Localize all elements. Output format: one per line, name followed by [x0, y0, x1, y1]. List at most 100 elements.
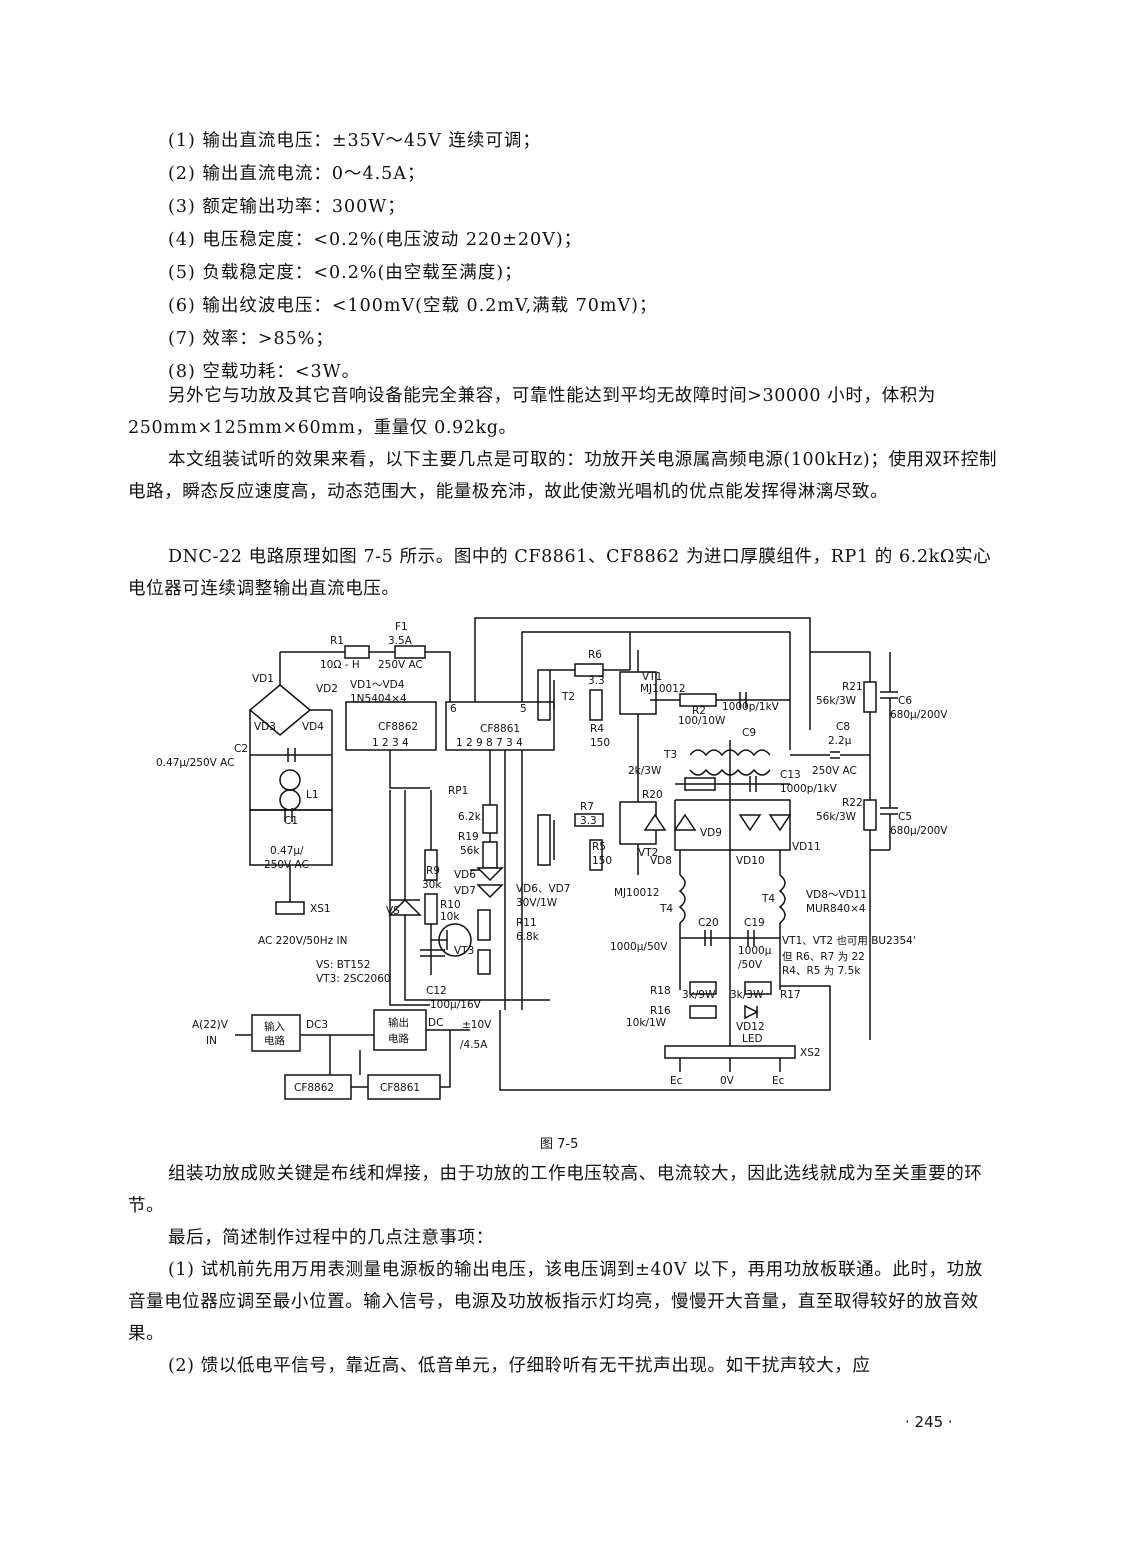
label-vt3-note: VT3: 2SC2060: [316, 973, 391, 985]
paragraph-assembly: 组装功放成败关键是布线和焊接，由于功放的工作电压较高、电流较大，因此选线就成为至…: [128, 1164, 983, 1216]
label-c19-val2: /50V: [738, 959, 763, 971]
label-t3: T3: [663, 749, 677, 761]
label-r4: R4: [590, 723, 604, 735]
label-r4-val: 150: [590, 737, 610, 749]
label-r1-val: 10Ω - H: [320, 659, 360, 671]
label-cf8861-pins: 1 2 9 8 7 3 4: [456, 737, 523, 749]
label-vd7: VD7: [454, 885, 476, 897]
spec-item: (2) 输出直流电流：0～4.5A；: [168, 164, 426, 184]
label-vt2-val: MJ10012: [614, 887, 660, 899]
label-r2: R2: [692, 705, 706, 717]
label-out-v: ±10V: [462, 1019, 492, 1031]
label-r21: R21: [842, 681, 863, 693]
label-r6: R6: [588, 649, 602, 661]
label-r20-val: 2k/3W: [628, 765, 662, 777]
label-c6-val: 680μ/200V: [890, 709, 948, 721]
label-block-out1: 输出: [388, 1016, 409, 1029]
label-rp1: RP1: [448, 785, 468, 797]
label-vd4: VD4: [302, 721, 324, 733]
label-f1-rating: 250V AC: [378, 659, 423, 671]
label-vs-note: VS: BT152: [316, 959, 370, 971]
label-c8: C8: [836, 721, 850, 733]
label-r17-val: 3k/3W: [730, 989, 764, 1001]
label-vt1: VT1: [642, 671, 662, 683]
label-ec-minus: Ec: [772, 1075, 785, 1087]
label-r22-val: 56k/3W: [816, 811, 857, 823]
label-r5: R5: [592, 841, 606, 853]
label-r11: R11: [516, 917, 537, 929]
label-r6-val: 3.3: [588, 675, 605, 687]
paragraph-compat: 另外它与功放及其它音响设备能完全兼容，可靠性能达到平均无故障时间>30000 小…: [128, 386, 936, 438]
label-t2: T2: [561, 691, 575, 703]
spec-item: (4) 电压稳定度：<0.2%(电压波动 220±20V)；: [168, 230, 583, 250]
label-block-in2: IN: [206, 1035, 217, 1047]
paragraph-finally: 最后，简述制作过程中的几点注意事项：: [168, 1228, 494, 1248]
label-vd-note3: VD8～VD11: [806, 889, 867, 901]
paragraph-circuit: DNC-22 电路原理如图 7-5 所示。图中的 CF8861、CF8862 为…: [128, 547, 992, 599]
label-block-out2: 电路: [388, 1032, 409, 1045]
label-c1-val2: 250V AC: [264, 859, 309, 871]
label-r11-val: 6.8k: [516, 931, 540, 943]
label-vd2: VD2: [316, 683, 338, 695]
label-pin6: 6: [450, 703, 457, 715]
circuit-diagram: R1 10Ω - H F1 3.5A 250V AC VD1 VD2 VD3 V…: [156, 617, 948, 1100]
label-vd-note2: 1N5404×4: [350, 693, 407, 705]
label-block-in: A(22)V: [192, 1019, 229, 1031]
label-dc: DC: [428, 1017, 443, 1029]
label-c9: C9: [742, 727, 756, 739]
paragraph-note2: (2) 馈以低电平信号，靠近高、低音单元，仔细聆听有无干扰声出现。如干扰声较大，…: [168, 1356, 871, 1376]
label-r21-val: 56k/3W: [816, 695, 857, 707]
label-xs1: XS1: [310, 903, 331, 915]
label-r5-val: 150: [592, 855, 612, 867]
label-vt3: VT3: [454, 945, 474, 957]
label-c19: C19: [744, 917, 765, 929]
label-vt2: VT2: [638, 847, 658, 859]
label-vd67-val: 30V/1W: [516, 897, 558, 909]
label-zero-v: 0V: [720, 1075, 735, 1087]
label-r20: R20: [642, 789, 663, 801]
label-vd6: VD6: [454, 869, 476, 881]
label-c2: C2: [234, 743, 248, 755]
label-vd3: VD3: [254, 721, 276, 733]
label-out-a: /4.5A: [460, 1039, 488, 1051]
label-t4a: T4: [659, 903, 673, 915]
label-r10: R10: [440, 899, 461, 911]
label-c13: C13: [780, 769, 801, 781]
label-r19: R19: [458, 831, 479, 843]
label-c6: C6: [898, 695, 912, 707]
label-c5: C5: [898, 811, 912, 823]
label-vd10: VD10: [736, 855, 765, 867]
label-vd1: VD1: [252, 673, 274, 685]
label-r10-val: 10k: [440, 911, 460, 923]
label-vd-note1: VD1～VD4: [350, 679, 405, 691]
label-ac-in: AC 220V/50Hz IN: [258, 935, 348, 947]
label-c13-val: 1000p/1kV: [780, 783, 838, 795]
label-r7-val: 3.3: [580, 815, 597, 827]
label-c2-val: 0.47μ/250V AC: [156, 757, 235, 769]
paragraph-note1: (1) 试机前先用万用表测量电源板的输出电压，该电压调到±40V 以下，再用功放…: [128, 1260, 983, 1344]
label-vt-note1: VT1、VT2 也可用 BU2354': [782, 934, 916, 947]
label-c20: C20: [698, 917, 719, 929]
label-block-input1: 输入: [264, 1020, 285, 1033]
label-c5-val: 680μ/200V: [890, 825, 948, 837]
label-r1: R1: [330, 635, 344, 647]
figure-caption: 图 7-5: [540, 1137, 579, 1152]
label-rp1-val: 6.2k: [458, 811, 482, 823]
label-vd-note4: MUR840×4: [806, 903, 866, 915]
label-vs: VS: [386, 905, 400, 917]
spec-item: (8) 空载功耗：<3W。: [168, 362, 361, 382]
label-c1: C1: [284, 815, 298, 827]
label-r2-val: 100/10W: [678, 715, 726, 727]
label-c12: C12: [426, 985, 447, 997]
label-dc3: DC3: [306, 1019, 328, 1031]
label-block-cf8862: CF8862: [294, 1082, 334, 1094]
spec-item: (3) 额定输出功率：300W；: [168, 197, 406, 217]
label-xs2: XS2: [800, 1047, 821, 1059]
label-led: LED: [742, 1033, 763, 1045]
label-c12-val: 100μ/16V: [430, 999, 482, 1011]
label-vd8: VD8: [650, 855, 672, 867]
label-vt1-val: MJ10012: [640, 683, 686, 695]
label-f1-val: 3.5A: [388, 635, 413, 647]
label-r16-val: 10k/1W: [626, 1017, 667, 1029]
label-f1: F1: [395, 621, 408, 633]
